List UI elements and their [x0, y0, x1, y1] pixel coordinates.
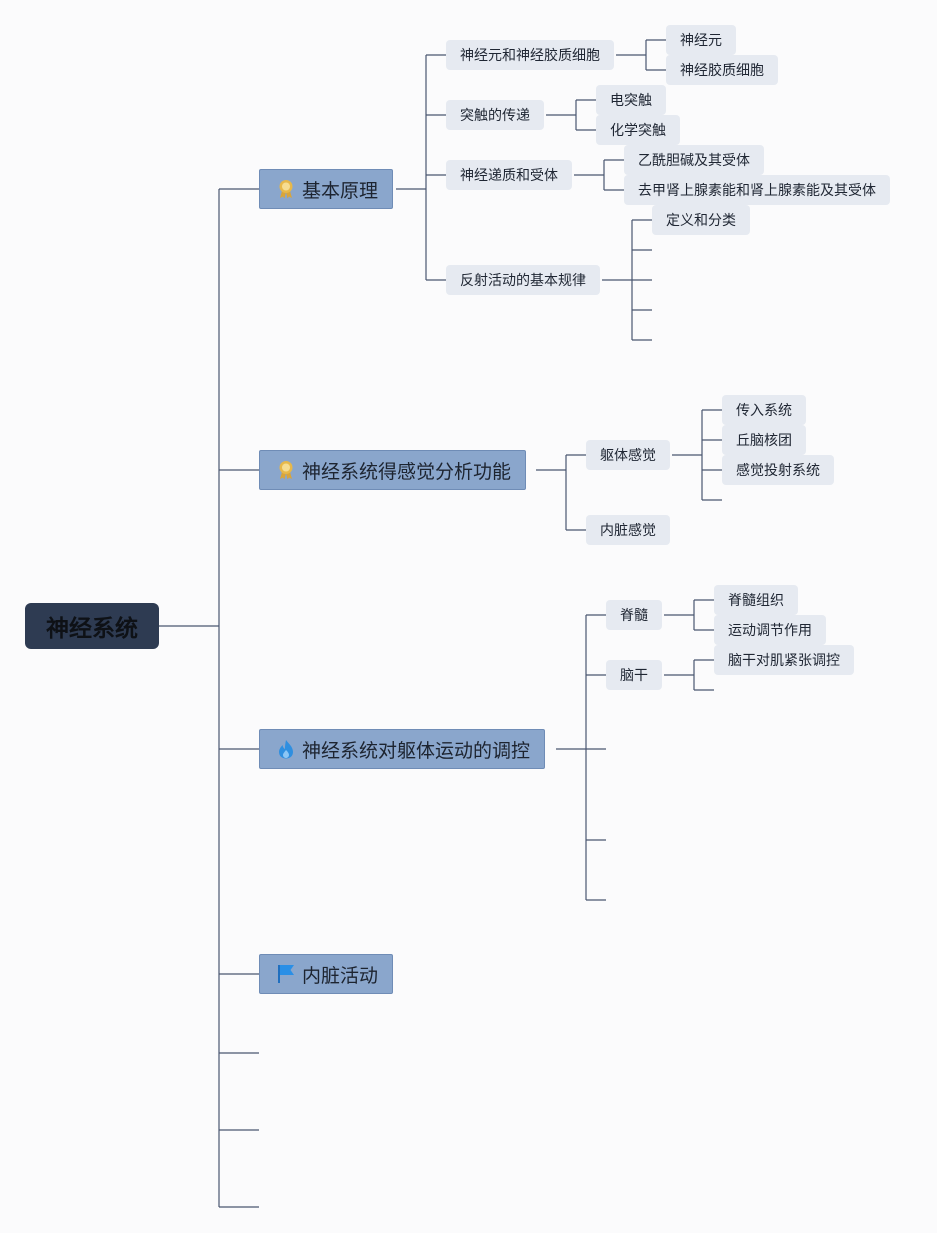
subtopic-glial-cell[interactable]: 神经胶质细胞 [666, 55, 778, 85]
subtopic-motor-regulation[interactable]: 运动调节作用 [714, 615, 826, 645]
main-topic-label: 内脏活动 [302, 964, 379, 987]
main-topic-visceral-activity[interactable]: 内脏活动 [259, 954, 394, 994]
subtopic-neuron-glia[interactable]: 神经元和神经胶质细胞 [446, 40, 614, 70]
subtopic-electrical-synapse[interactable]: 电突触 [596, 85, 666, 115]
subtopic-neuron[interactable]: 神经元 [666, 25, 736, 55]
main-topic-sensory[interactable]: 神经系统得感觉分析功能 [259, 450, 527, 490]
award-ribbon-icon [276, 460, 296, 480]
subtopic-brainstem[interactable]: 脑干 [606, 660, 662, 690]
subtopic-reflex-rules[interactable]: 反射活动的基本规律 [446, 265, 600, 295]
subtopic-visceral-sensation[interactable]: 内脏感觉 [586, 515, 670, 545]
fire-icon [276, 739, 296, 759]
subtopic-acetylcholine[interactable]: 乙酰胆碱及其受体 [624, 145, 764, 175]
subtopic-brainstem-muscle-tone[interactable]: 脑干对肌紧张调控 [714, 645, 854, 675]
subtopic-afferent-system[interactable]: 传入系统 [722, 395, 806, 425]
main-topic-basic[interactable]: 基本原理 [259, 169, 394, 209]
subtopic-synaptic-transmission[interactable]: 突触的传递 [446, 100, 544, 130]
main-topic-label: 神经系统对躯体运动的调控 [302, 739, 531, 762]
subtopic-chemical-synapse[interactable]: 化学突触 [596, 115, 680, 145]
main-topic-label: 基本原理 [302, 179, 379, 202]
subtopic-sensory-projection[interactable]: 感觉投射系统 [722, 455, 834, 485]
main-topic-label: 神经系统得感觉分析功能 [302, 460, 512, 483]
flag-icon [276, 964, 296, 984]
subtopic-spinal-cord[interactable]: 脊髓 [606, 600, 662, 630]
central-topic[interactable]: 神经系统 [25, 603, 159, 649]
subtopic-thalamic-nuclei[interactable]: 丘脑核团 [722, 425, 806, 455]
subtopic-definition-classification[interactable]: 定义和分类 [652, 205, 750, 235]
subtopic-spinal-tissue[interactable]: 脊髓组织 [714, 585, 798, 615]
subtopic-adrenergic[interactable]: 去甲肾上腺素能和肾上腺素能及其受体 [624, 175, 890, 205]
main-topic-motor[interactable]: 神经系统对躯体运动的调控 [259, 729, 546, 769]
subtopic-transmitters-receptors[interactable]: 神经递质和受体 [446, 160, 572, 190]
award-ribbon-icon [276, 179, 296, 199]
subtopic-somatic-sensation[interactable]: 躯体感觉 [586, 440, 670, 470]
